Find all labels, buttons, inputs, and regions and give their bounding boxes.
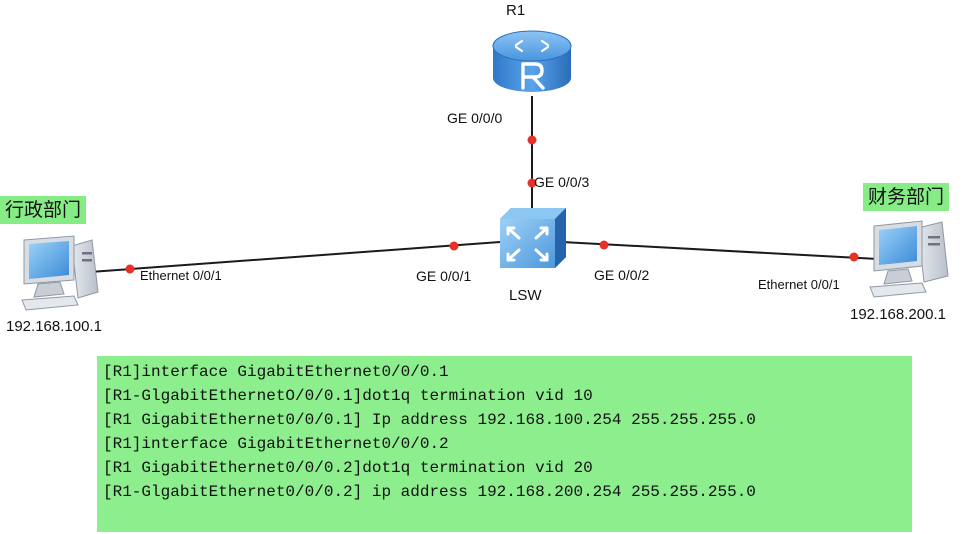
pc-right-icon[interactable] xyxy=(869,220,949,298)
pc-right-port-label: Ethernet 0/0/1 xyxy=(758,277,840,292)
pc-left-dept-label: 行政部门 xyxy=(0,196,87,224)
pc-left-icon[interactable] xyxy=(21,235,99,311)
port-dot-lsw-ge001 xyxy=(449,241,459,251)
config-line: [R1-GlgabitEthernet0/0/0.2] ip address 1… xyxy=(103,483,756,501)
config-line: [R1 GigabitEthernet0/0/0.1] Ip address 1… xyxy=(103,411,756,429)
pc-right-ip-label: 192.168.200.1 xyxy=(850,306,946,323)
config-line: [R1 GigabitEthernet0/0/0.2]dot1q termina… xyxy=(103,459,593,477)
port-dot-lsw-ge003 xyxy=(527,178,537,188)
pc-left-port-label: Ethernet 0/0/1 xyxy=(140,268,222,283)
switch-port-up-label: GE 0/0/3 xyxy=(534,174,590,190)
switch-name-label: LSW xyxy=(509,287,542,304)
config-line: [R1]interface GigabitEthernet0/0/0.2 xyxy=(103,435,449,453)
port-dot-lsw-ge002 xyxy=(599,240,609,250)
port-dot-pc-left-eth xyxy=(125,264,135,274)
router-name-label: R1 xyxy=(506,2,526,19)
port-dot-pc-right-eth xyxy=(849,252,859,262)
link-switch-pc-right xyxy=(561,241,879,260)
config-line: [R1]interface GigabitEthernet0/0/0.1 xyxy=(103,363,449,381)
pc-left-ip-label: 192.168.100.1 xyxy=(6,318,102,335)
config-line: [R1-GlgabitEthernetO/0/0.1]dot1q termina… xyxy=(103,387,593,405)
pc-right-dept-label: 财务部门 xyxy=(863,183,950,211)
switch-icon[interactable] xyxy=(500,208,566,268)
switch-port-left-label: GE 0/0/1 xyxy=(416,268,472,284)
router-port-label: GE 0/0/0 xyxy=(447,110,503,126)
config-block: [R1]interface GigabitEthernet0/0/0.1 [R1… xyxy=(97,356,912,532)
router-icon[interactable] xyxy=(492,30,572,92)
link-switch-pc-left xyxy=(89,241,501,273)
port-dot-r1-ge000 xyxy=(527,135,537,145)
switch-port-right-label: GE 0/0/2 xyxy=(594,267,650,283)
